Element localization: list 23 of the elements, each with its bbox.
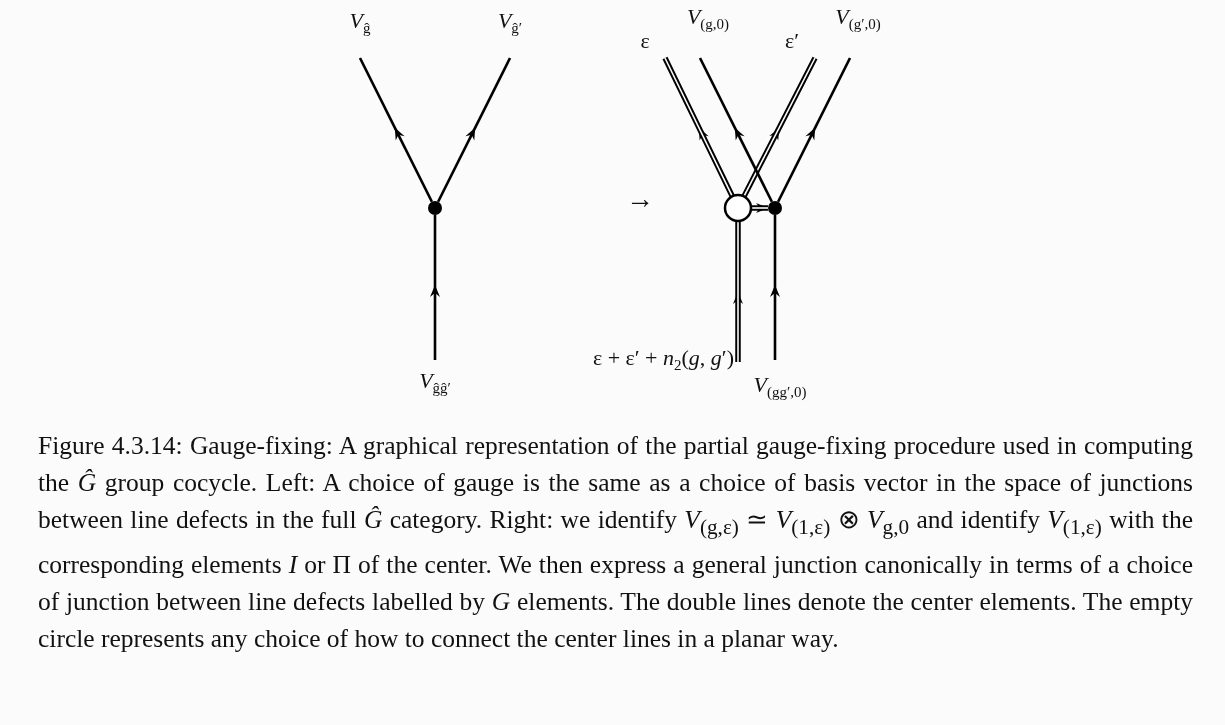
- double-line-arrow: [741, 56, 818, 198]
- line-arrow: [358, 57, 434, 203]
- line-arrow: [776, 57, 852, 203]
- line-label: ε + ε′ + n$_{2}$(g, g′): [592, 345, 734, 375]
- figure-caption: Figure 4.3.14: Gauge-fixing: A graphical representation of the partial gauge-fixing procedure used in computing the Ĝ group cocycle. Left: A choice of gauge is the same as a choice of basis vector in the space of junctions between line defects in the full Ĝ category. Right: we identify V$_{(g,ε)}$ ≃ V$_{(1,ε)}$ ⊗ V$_{g,0}$ and identify V$_{(1,ε)}$ with the corresponding elements I or Π of the center. We then express a general junction canonically in terms of a choice of junction between line defects labelled by G elements. The double lines denote the center elements. The empty circle represents any choice of how to connect the center lines in a planar way.: [38, 430, 1193, 656]
- double-line-arrow: [662, 56, 735, 198]
- double-line-arrow: [733, 221, 743, 362]
- line-label: V$_{ĝ′}$: [497, 8, 523, 38]
- line-label: V$_{(g′,0)}$: [835, 4, 881, 34]
- maps-to-symbol: →: [626, 182, 654, 216]
- line-arrow: [430, 215, 440, 360]
- line-arrow: [698, 57, 774, 203]
- line-label: V$_{ĝĝ′}$: [419, 368, 451, 398]
- junction-dot: [428, 201, 442, 215]
- empty-circle: [723, 193, 753, 223]
- junction-dot: [768, 201, 782, 215]
- line-label: V$_{ĝ}$: [349, 8, 371, 38]
- line-label: ε′: [784, 28, 800, 55]
- line-arrow: [436, 57, 512, 203]
- line-label: V$_{(g,0)}$: [686, 4, 730, 34]
- line-arrow: [770, 215, 780, 360]
- line-label: ε: [640, 28, 650, 55]
- line-label: V$_{(gg′,0)}$: [753, 372, 807, 402]
